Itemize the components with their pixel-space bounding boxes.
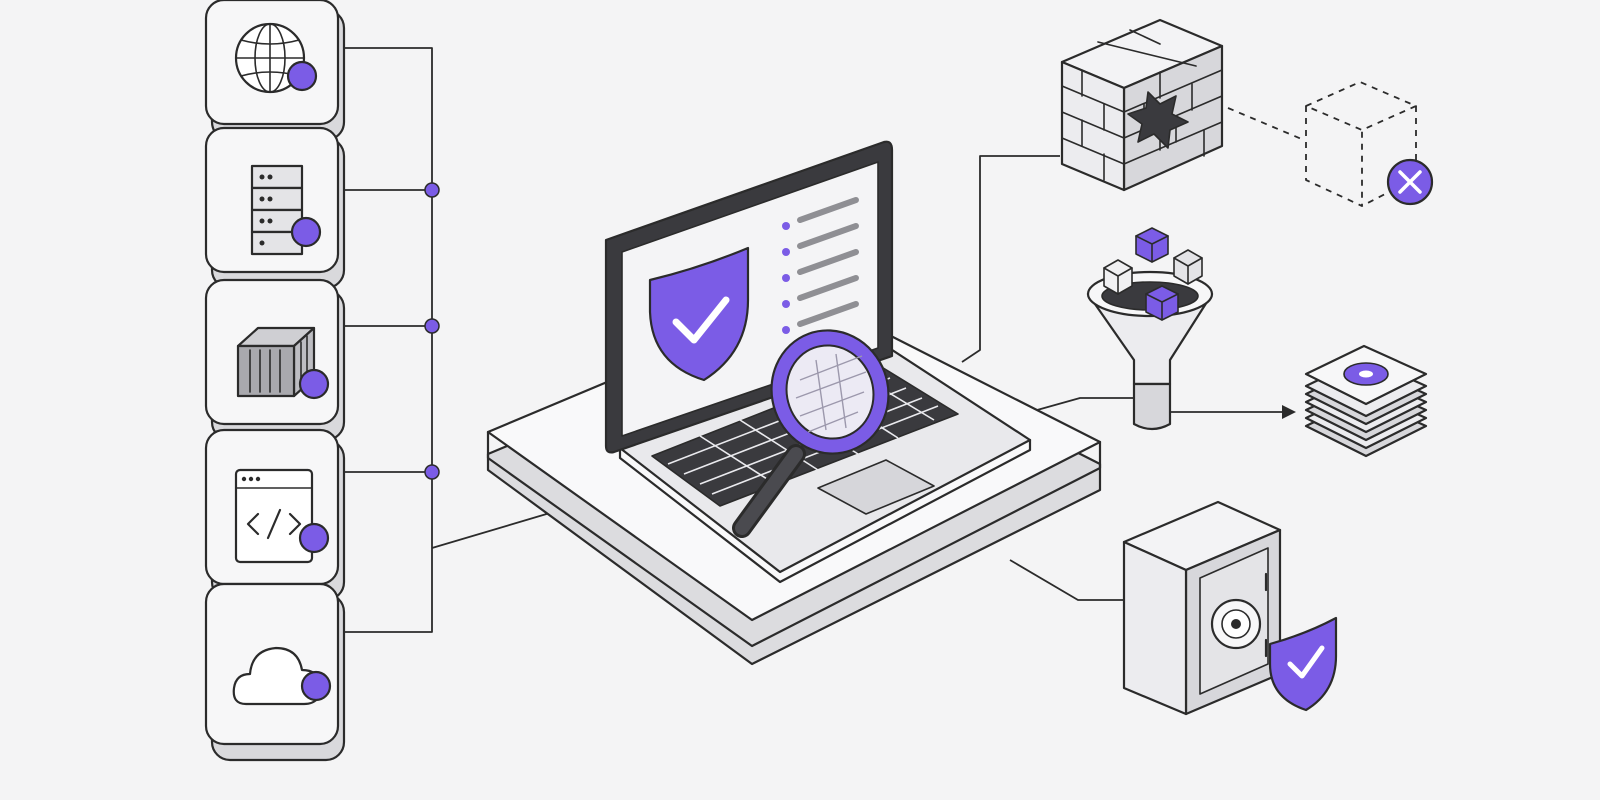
laptop-touchpad	[817, 459, 935, 515]
wall-breach	[1127, 91, 1189, 149]
funnel-filter-icon	[1086, 227, 1214, 431]
magnifying-glass-icon	[732, 329, 890, 538]
filtered-cube	[1135, 227, 1169, 263]
server-rack-icon	[250, 164, 322, 256]
junction-dot	[424, 182, 440, 198]
source-tile-cloud	[204, 582, 346, 762]
shield-check-icon	[1268, 616, 1338, 712]
screen-checklist	[782, 197, 859, 334]
shipping-container-icon	[236, 326, 330, 400]
code-window-icon	[234, 468, 330, 564]
safe-vault-icon	[1122, 500, 1282, 716]
source-connectors	[342, 47, 561, 633]
filtered-cube	[1103, 259, 1133, 295]
source-tile-code	[204, 428, 346, 602]
filtered-cube	[1145, 285, 1179, 321]
junction-dot	[424, 464, 440, 480]
cracked-firewall-icon	[1060, 18, 1224, 192]
shield-check-icon	[648, 246, 750, 382]
cloud-icon	[232, 646, 332, 706]
stacked-layers-icon	[1304, 344, 1428, 458]
globe-icon	[234, 22, 318, 94]
source-tile-globe	[204, 0, 346, 142]
blocked-package-icon	[1305, 81, 1434, 207]
arrow-head	[1282, 405, 1296, 419]
source-tile-container	[204, 278, 346, 442]
output-connectors	[961, 107, 1305, 601]
junction-dot	[424, 318, 440, 334]
source-tile-server	[204, 126, 346, 290]
filtered-cube	[1173, 249, 1203, 285]
